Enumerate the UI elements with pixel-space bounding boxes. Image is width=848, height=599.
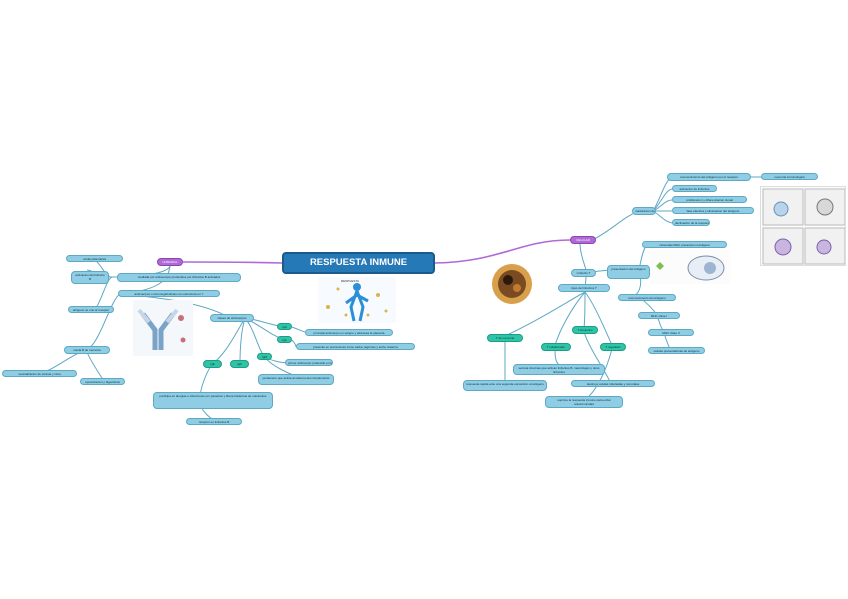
branch-humoral[interactable]: HUMORAL: [157, 258, 183, 266]
t-maturation-node[interactable]: maduracion de linfocitos T en el timo: [632, 207, 656, 215]
t-memory-node[interactable]: T de memoria: [487, 334, 523, 342]
branch-celular[interactable]: CELULAR: [570, 236, 596, 244]
t-helper-description[interactable]: secreta citocinas que activan linfocitos…: [513, 364, 605, 375]
mhc-node[interactable]: moleculas MHC presentan el antigeno: [642, 241, 727, 248]
neutralization-node[interactable]: neutralizacion de toxinas y virus: [2, 370, 77, 377]
phase-item-5[interactable]: declinacion de la respuesta: [672, 219, 710, 226]
antibody-classes-node[interactable]: clases de anticuerpos: [210, 314, 254, 322]
b-cell-activation-node[interactable]: activacion del linfocito B: [71, 271, 109, 284]
ige-description[interactable]: participa en alergias e infecciones por …: [153, 392, 273, 409]
recognition-node[interactable]: reconocimiento del antigeno: [618, 294, 676, 301]
ige-node[interactable]: IgE: [203, 360, 222, 368]
igm-node[interactable]: IgM: [257, 353, 272, 360]
phase-extra-node[interactable]: memoria inmunologica: [761, 173, 818, 180]
t-cytotoxic-node[interactable]: T citotoxico: [572, 326, 598, 334]
igm-description[interactable]: primer anticuerpo producido en la respue…: [285, 359, 333, 366]
t-cell-diagram-image: [760, 186, 846, 266]
central-topic[interactable]: RESPUESTA INMUNE ADQUIRIDA: [282, 252, 435, 286]
antigen-binding-node[interactable]: antigeno se une al receptor: [68, 306, 114, 313]
igm-description-2[interactable]: pentamero que activa al sistema del comp…: [258, 374, 334, 385]
t-regulator-description[interactable]: suprime la respuesta inmune para evitar …: [545, 396, 623, 408]
phase-item-2[interactable]: activacion de linfocitos: [672, 185, 717, 192]
humoral-description[interactable]: mediada por anticuerpos producidos por l…: [117, 273, 241, 282]
igg-description[interactable]: principal anticuerpo en sangre y atravie…: [305, 329, 393, 336]
iga-description[interactable]: presente en secreciones como saliva, lag…: [296, 343, 415, 350]
t-regulator-node[interactable]: T regulador: [600, 343, 626, 351]
b-memory-cell-node[interactable]: celula B de memoria: [64, 346, 110, 354]
phase-item-1[interactable]: reconocimiento del antigeno por el recep…: [667, 173, 751, 181]
antibody-structure-node[interactable]: anticuerpos o inmunoglobulinas con estru…: [118, 290, 220, 297]
igd-node[interactable]: IgD: [230, 360, 249, 368]
opsonization-node[interactable]: opsonizacion y fagocitosis: [80, 378, 125, 385]
t-cytotoxic-description[interactable]: destruye celulas infectadas y tumorales: [571, 380, 655, 387]
iga-node[interactable]: IgA: [277, 336, 292, 343]
antibody-image: [133, 300, 193, 356]
mhc-class-2-node[interactable]: MHC clase II: [648, 329, 694, 336]
t-lymphocyte-node[interactable]: Linfocito T: [571, 269, 596, 277]
phase-item-3[interactable]: proliferacion y diferenciacion clonal: [672, 196, 747, 203]
igd-description[interactable]: receptor en linfocitos B: [186, 418, 242, 425]
microscope-cell-image: [488, 262, 536, 306]
cell-illustration-image: [650, 250, 730, 284]
t-helper-node[interactable]: T colaborador: [541, 343, 571, 351]
t-memory-description[interactable]: respuesta rapida ante una segunda exposi…: [463, 380, 547, 391]
immune-figure-image: [318, 277, 396, 323]
igg-node[interactable]: IgG: [277, 323, 292, 330]
mhc-class-1-node[interactable]: MHC clase I: [638, 312, 680, 319]
t-cell-types-node[interactable]: tipos de linfocitos T: [558, 284, 610, 292]
image-caption: RESPUESTA: [341, 279, 359, 283]
antigen-presentation-node[interactable]: presentacion del antigeno: [607, 265, 650, 279]
apc-node[interactable]: celulas presentadoras de antigeno: [648, 347, 705, 354]
plasma-cell-node[interactable]: celula plasmatica: [66, 255, 123, 262]
phase-item-4[interactable]: fase efectora y eliminacion del antigeno: [672, 207, 754, 214]
